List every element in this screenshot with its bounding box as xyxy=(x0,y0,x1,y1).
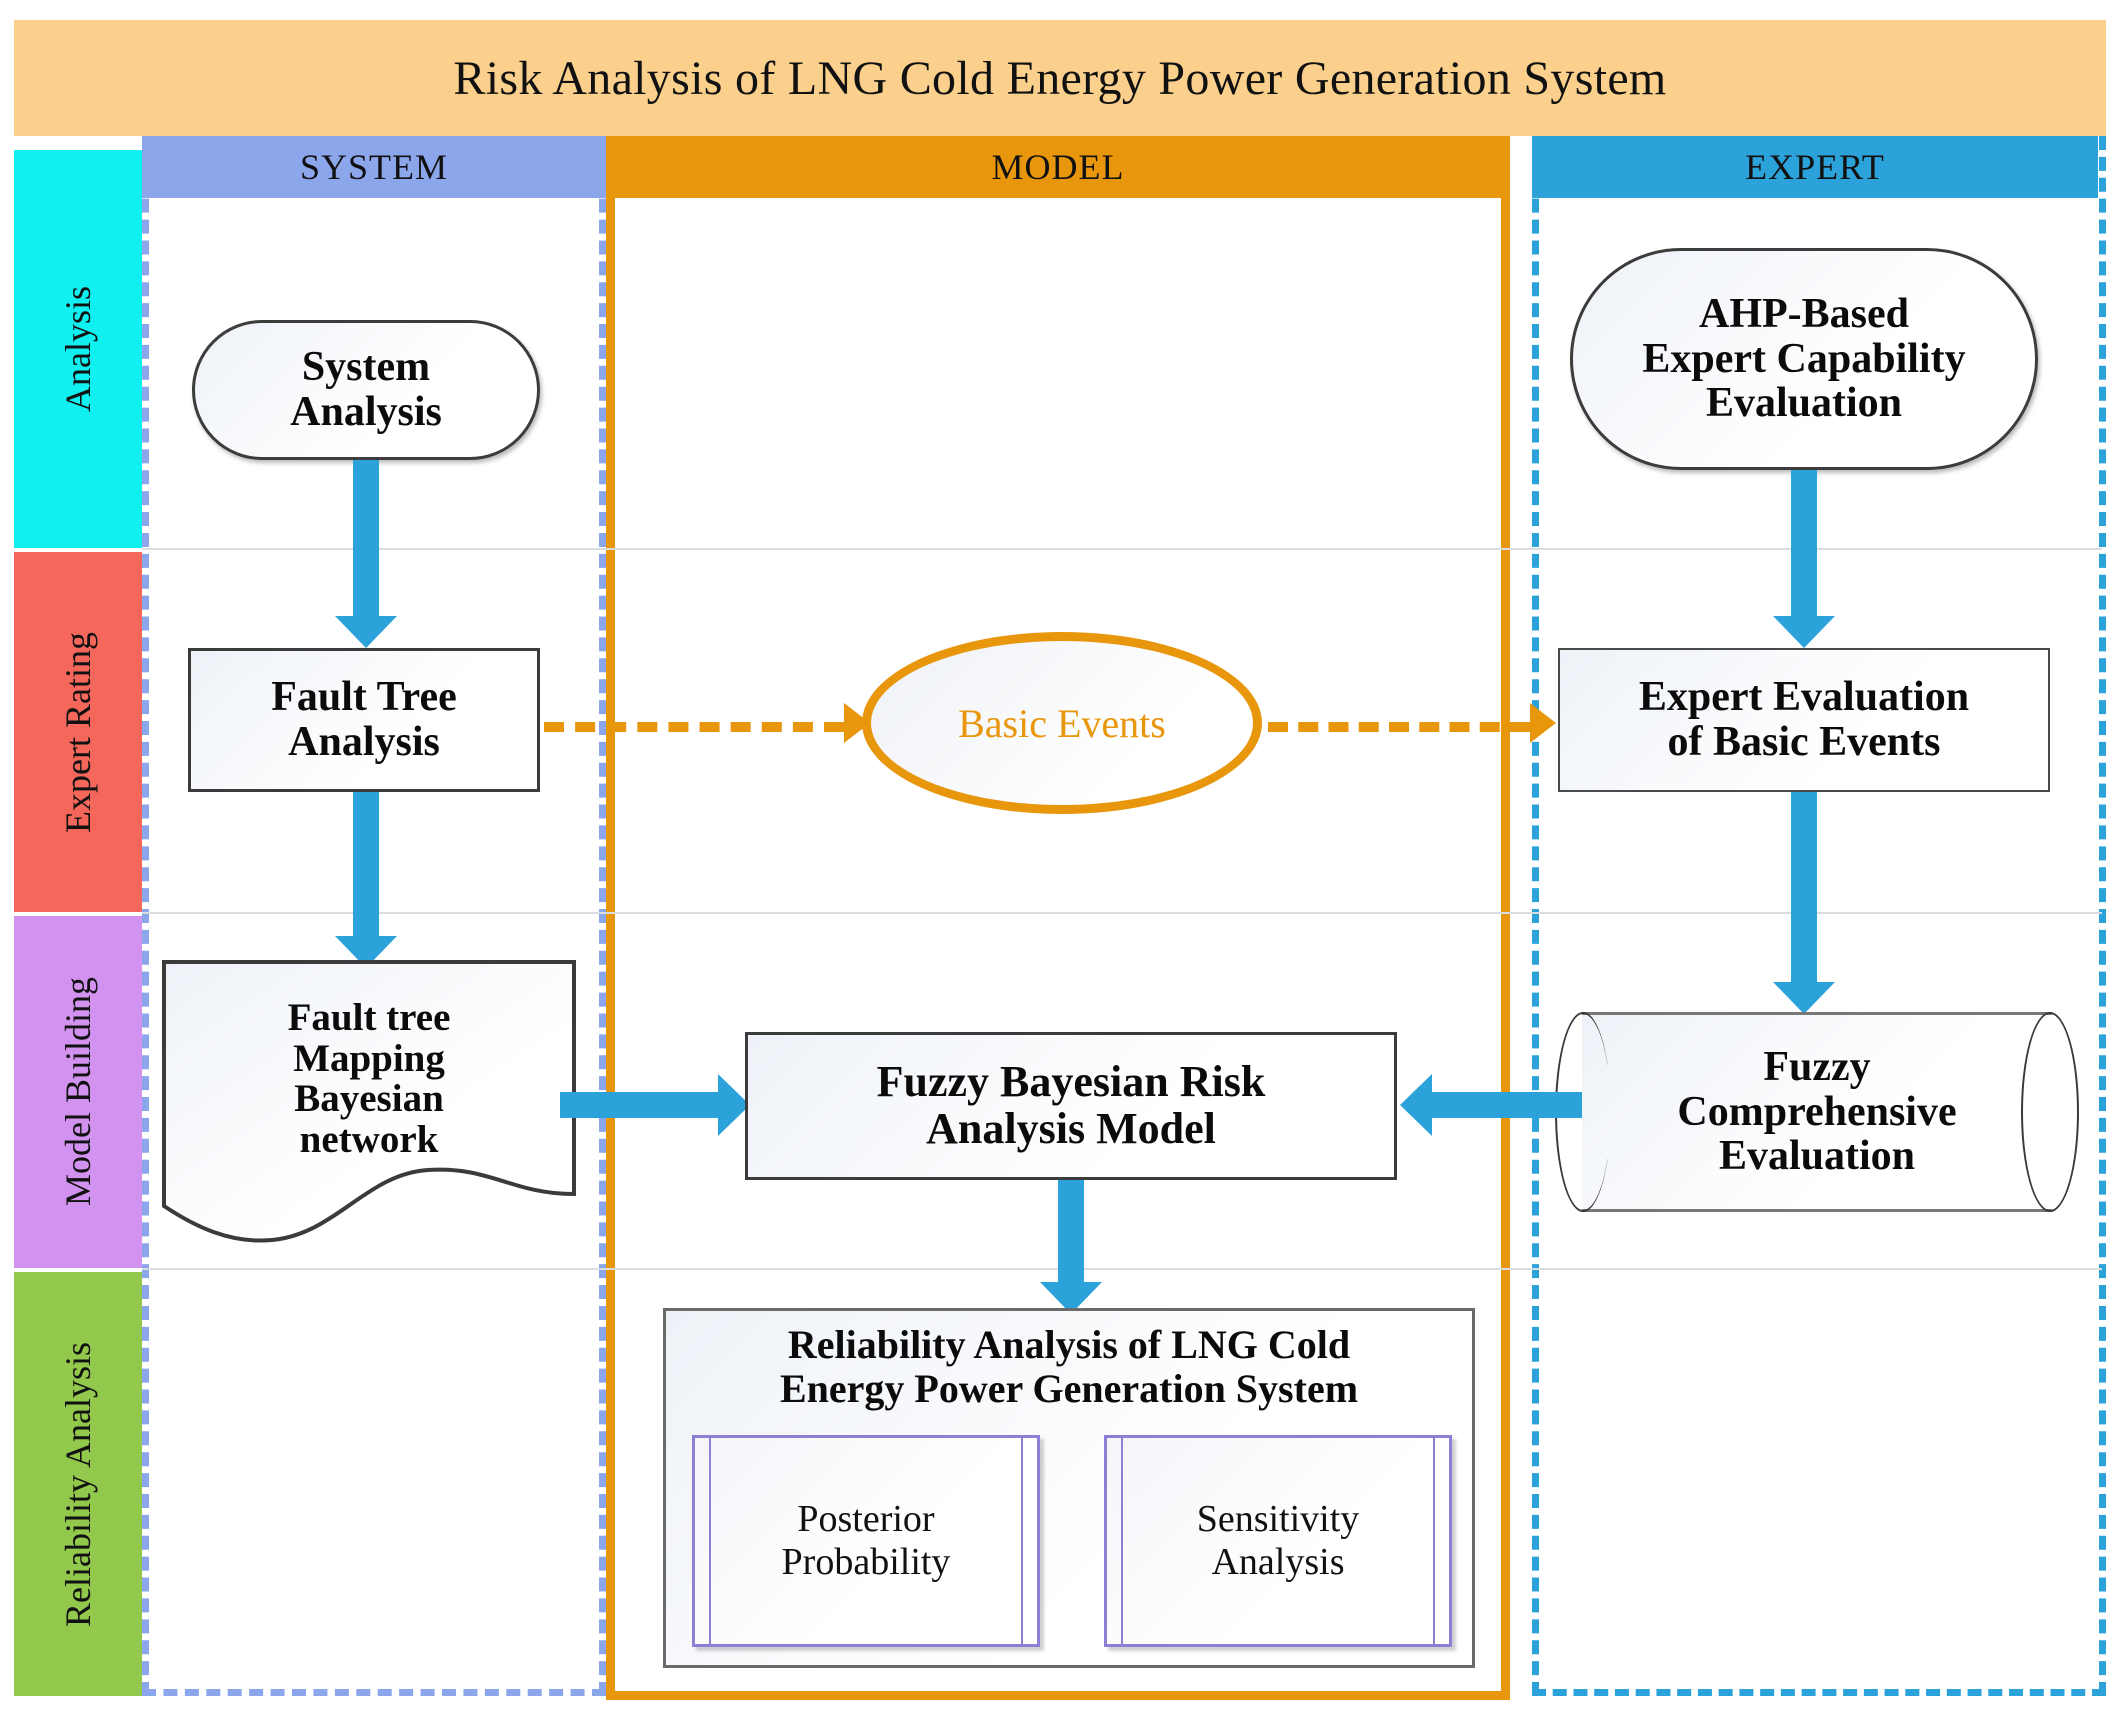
arrow-fuzzy-comprehensive-to-fuzzy-model xyxy=(1400,1058,1582,1152)
arrow-head xyxy=(1773,616,1835,648)
row-separator-1 xyxy=(142,548,2102,550)
column-frame-model xyxy=(606,136,1510,1700)
arrow-head xyxy=(335,616,397,648)
arrow-head xyxy=(1400,1074,1432,1136)
process-bar-right xyxy=(1433,1438,1435,1644)
process-bar-left xyxy=(709,1438,711,1644)
arrow-stem xyxy=(353,792,379,936)
stage-label-reliability-analysis: Reliability Analysis xyxy=(14,1272,142,1696)
stage-label-analysis: Analysis xyxy=(14,150,142,548)
arrow-mapping-to-fuzzy-model xyxy=(560,1058,750,1152)
arrow-fuzzy-model-to-reliability xyxy=(1024,1180,1118,1314)
stage-label-reliability-analysis-text: Reliability Analysis xyxy=(58,1341,98,1627)
arrow-stem xyxy=(560,1092,718,1118)
stage-label-expert-rating: Expert Rating xyxy=(14,552,142,912)
dashed-connector-arrowhead-right xyxy=(1530,703,1556,743)
row-separator-3 xyxy=(142,1268,2102,1270)
node-basic-events-label: Basic Events xyxy=(958,700,1166,746)
arrow-stem xyxy=(1430,1092,1582,1118)
stage-label-model-building-text: Model Building xyxy=(58,977,98,1207)
row-separator-2 xyxy=(142,912,2102,914)
dashed-connector-basic-events-to-expert-eval xyxy=(1268,722,1530,732)
cylinder-cap-right xyxy=(2021,1012,2079,1212)
arrow-head xyxy=(718,1074,750,1136)
stage-label-expert-rating-text: Expert Rating xyxy=(58,631,98,833)
arrow-stem xyxy=(1791,470,1817,616)
column-header-system: SYSTEM xyxy=(142,136,606,198)
diagram-title-bar: Risk Analysis of LNG Cold Energy Power G… xyxy=(14,20,2106,136)
arrow-expert-evaluation-to-fuzzy-comprehensive xyxy=(1757,792,1851,1014)
column-header-expert: EXPERT xyxy=(1532,136,2098,198)
arrow-stem xyxy=(353,460,379,616)
arrow-fault-tree-to-mapping xyxy=(319,792,413,968)
arrow-stem xyxy=(1791,792,1817,982)
stage-label-model-building: Model Building xyxy=(14,916,142,1268)
stage-label-analysis-text: Analysis xyxy=(58,286,98,412)
page-title: Risk Analysis of LNG Cold Energy Power G… xyxy=(453,51,1667,105)
document-shape-icon xyxy=(162,960,576,1243)
column-frame-system xyxy=(142,136,606,1696)
column-header-model: MODEL xyxy=(606,136,1510,198)
column-frame-expert xyxy=(1532,136,2106,1696)
dashed-connector-fault-tree-to-basic-events xyxy=(544,722,844,732)
process-bar-right xyxy=(1021,1438,1023,1644)
arrow-system-analysis-to-fault-tree xyxy=(319,460,413,648)
arrow-stem xyxy=(1058,1180,1084,1282)
arrow-ahp-to-expert-evaluation xyxy=(1757,470,1851,648)
node-basic-events[interactable]: Basic Events xyxy=(862,632,1262,814)
arrow-head xyxy=(1773,982,1835,1014)
process-bar-left xyxy=(1121,1438,1123,1644)
